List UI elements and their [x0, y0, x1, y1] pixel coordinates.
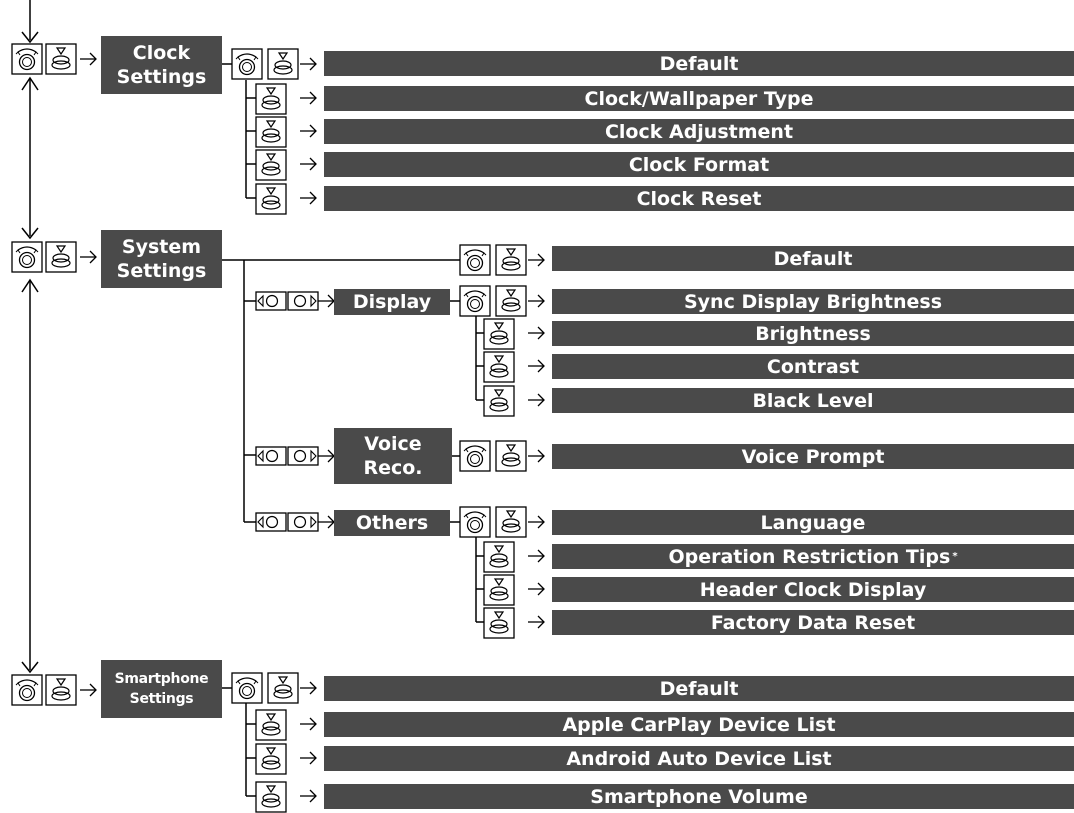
others-box[interactable]: Others	[334, 510, 450, 536]
clock-adjustment-bar[interactable]: Clock Adjustment	[324, 119, 1074, 144]
contrast-bar[interactable]: Contrast	[552, 354, 1074, 379]
display-box[interactable]: Display	[334, 289, 450, 315]
system-settings-line1: System	[121, 236, 202, 258]
clock-wallpaper-type-bar[interactable]: Clock/Wallpaper Type	[324, 86, 1074, 111]
voice-reco-line2: Reco.	[363, 457, 423, 479]
voice-prompt-bar[interactable]: Voice Prompt	[552, 444, 1074, 469]
smartphone-settings-line2: Settings	[129, 691, 194, 707]
footnote-asterisk: *	[952, 551, 958, 562]
clock-settings-line2: Settings	[116, 66, 207, 88]
header-clock-display-bar[interactable]: Header Clock Display	[552, 577, 1074, 602]
apple-carplay-device-list-bar[interactable]: Apple CarPlay Device List	[324, 712, 1074, 737]
operation-restriction-tips-bar[interactable]: Operation Restriction Tips*	[552, 544, 1074, 569]
black-level-bar[interactable]: Black Level	[552, 388, 1074, 413]
android-auto-device-list-bar[interactable]: Android Auto Device List	[324, 746, 1074, 771]
clock-reset-bar[interactable]: Clock Reset	[324, 186, 1074, 211]
brightness-bar[interactable]: Brightness	[552, 321, 1074, 346]
voice-reco-box[interactable]: Voice Reco.	[334, 428, 452, 484]
operation-restriction-tips-label: Operation Restriction Tips	[668, 545, 951, 568]
factory-data-reset-bar[interactable]: Factory Data Reset	[552, 610, 1074, 635]
clock-settings-line1: Clock	[132, 42, 191, 64]
smartphone-volume-bar[interactable]: Smartphone Volume	[324, 784, 1074, 809]
clock-format-bar[interactable]: Clock Format	[324, 152, 1074, 177]
system-settings-line2: Settings	[116, 260, 207, 282]
display-label: Display	[352, 291, 432, 313]
smartphone-settings-box[interactable]: Smartphone Settings	[101, 660, 222, 718]
system-default-bar[interactable]: Default	[552, 246, 1074, 271]
system-settings-box[interactable]: System Settings	[101, 230, 222, 288]
clock-default-bar[interactable]: Default	[324, 51, 1074, 76]
clock-settings-box[interactable]: Clock Settings	[101, 36, 222, 94]
others-label: Others	[355, 512, 429, 534]
smartphone-default-bar[interactable]: Default	[324, 676, 1074, 701]
voice-reco-line1: Voice	[364, 433, 422, 455]
language-bar[interactable]: Language	[552, 510, 1074, 535]
sync-display-brightness-bar[interactable]: Sync Display Brightness	[552, 289, 1074, 314]
smartphone-settings-line1: Smartphone	[114, 671, 209, 687]
